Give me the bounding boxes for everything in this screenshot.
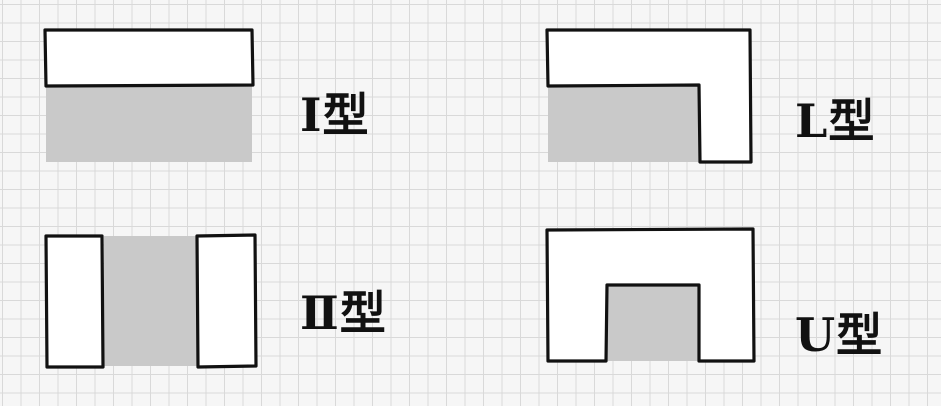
- work-area: [46, 86, 252, 162]
- counter-block: [43, 28, 255, 88]
- left-counter: [44, 234, 105, 369]
- i-type-label: I型: [300, 88, 370, 142]
- u-type-diagram: [545, 227, 756, 363]
- ii-type-diagram: [44, 233, 258, 369]
- i-type-diagram: [43, 28, 255, 162]
- counter-block: [545, 28, 753, 164]
- ii-type-label: Ⅱ型: [300, 286, 387, 340]
- u-type-label: U型: [795, 308, 884, 362]
- work-area: [548, 86, 700, 162]
- work-area: [104, 236, 197, 366]
- counter-block: [545, 227, 756, 363]
- work-area: [607, 286, 699, 361]
- l-type-label: L型: [795, 94, 876, 148]
- right-counter: [195, 233, 258, 369]
- l-type-diagram: [545, 28, 753, 164]
